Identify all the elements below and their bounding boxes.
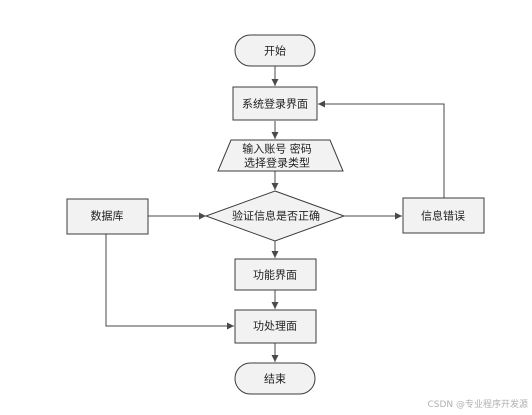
start-node: 开始 bbox=[234, 34, 316, 67]
database-node: 数据库 bbox=[66, 198, 149, 235]
end-label: 结束 bbox=[264, 373, 286, 386]
edge-error-to-login bbox=[318, 100, 445, 198]
process-screen-node: 功处理面 bbox=[234, 309, 317, 344]
login-screen-node: 系统登录界面 bbox=[232, 86, 318, 121]
input-label-line2: 选择登录类型 bbox=[244, 156, 310, 170]
login-screen-label: 系统登录界面 bbox=[242, 97, 308, 111]
database-label: 数据库 bbox=[91, 209, 124, 223]
feature-screen-node: 功能界面 bbox=[234, 258, 317, 291]
validate-label: 验证信息是否正确 bbox=[232, 209, 320, 223]
process-screen-label: 功处理面 bbox=[253, 320, 297, 333]
error-label: 信息错误 bbox=[421, 209, 465, 223]
error-node: 信息错误 bbox=[402, 197, 485, 234]
watermark: CSDN @专业程序开发源 bbox=[427, 398, 528, 410]
validate-decision-node: 验证信息是否正确 bbox=[204, 190, 346, 242]
start-label: 开始 bbox=[264, 44, 286, 58]
end-node: 结束 bbox=[234, 362, 316, 395]
edge-database-to-process bbox=[105, 234, 234, 330]
input-label-line1: 输入账号 密码 bbox=[242, 142, 312, 156]
input-node: 输入账号 密码 选择登录类型 bbox=[217, 139, 344, 172]
feature-screen-label: 功能界面 bbox=[253, 268, 297, 282]
